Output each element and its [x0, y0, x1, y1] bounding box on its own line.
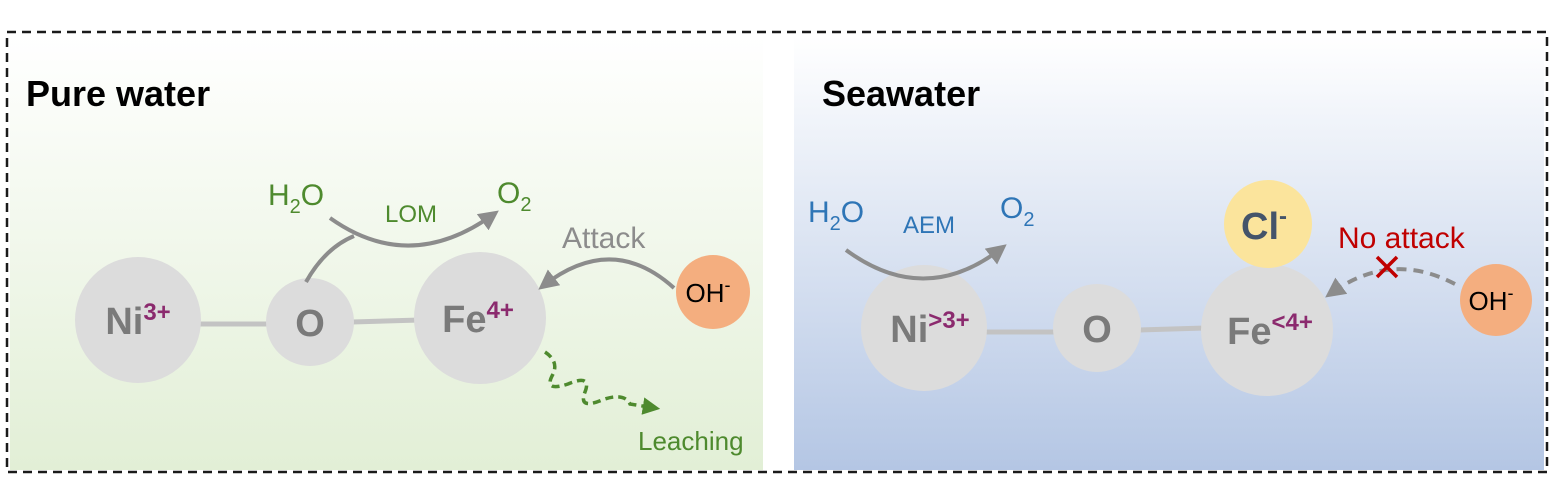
o-atom-label: O	[295, 303, 325, 345]
ni-atom-label: Ni3+	[105, 299, 170, 343]
sea-o-atom-label: O	[1082, 309, 1112, 351]
sea-h2o-label: H2O	[808, 196, 864, 235]
fe-atom-label: Fe4+	[442, 297, 514, 341]
sea-ni-atom	[861, 265, 987, 391]
sea-o2-label: O2	[1000, 192, 1034, 231]
o-fe-bond	[351, 317, 421, 325]
pure-oh-label: OH-	[686, 275, 731, 308]
no-attack-label: No attack	[1338, 222, 1466, 255]
pure-water-panel: Pure water Ni3+ O Fe4+ H2O LOM O2 OH- At…	[26, 73, 750, 456]
fe-atom	[414, 252, 546, 384]
sea-oh-ion	[1460, 264, 1532, 336]
pure-lom-label: LOM	[385, 201, 437, 228]
pure-o2-label: O2	[497, 177, 531, 216]
pure-water-panel-background	[10, 36, 763, 470]
pure-water-title: Pure water	[26, 73, 210, 114]
blocked-cross-icon	[1375, 255, 1399, 279]
sea-ni-atom-label: Ni>3+	[890, 307, 969, 351]
pure-oh-ion	[676, 255, 750, 329]
o-to-lom-connector	[304, 234, 355, 283]
aem-arrow	[844, 244, 1007, 281]
sea-o-atom	[1053, 284, 1141, 372]
o-atom	[266, 278, 354, 366]
aem-label: AEM	[903, 212, 955, 239]
leaching-wavy-arrow	[543, 350, 661, 415]
attack-arrow	[538, 257, 676, 290]
sea-o-fe-bond	[1139, 325, 1206, 333]
sea-fe-atom-label: Fe<4+	[1227, 309, 1313, 353]
sea-fe-atom	[1201, 264, 1333, 396]
seawater-title: Seawater	[822, 73, 980, 114]
pure-h2o-label: H2O	[268, 179, 324, 218]
outer-dashed-frame	[5, 30, 1549, 474]
seawater-panel-background	[794, 36, 1544, 470]
chloride-ion	[1224, 180, 1312, 268]
chloride-label: Cl-	[1241, 203, 1287, 248]
leaching-label: Leaching	[638, 426, 744, 456]
attack-label: Attack	[562, 222, 646, 255]
sea-oh-label: OH-	[1469, 283, 1514, 316]
lom-arrow	[328, 210, 499, 248]
ni-atom	[75, 257, 201, 383]
seawater-panel: Seawater Ni>3+ O Fe<4+ Cl- H2O AEM O2 No	[808, 73, 1532, 396]
